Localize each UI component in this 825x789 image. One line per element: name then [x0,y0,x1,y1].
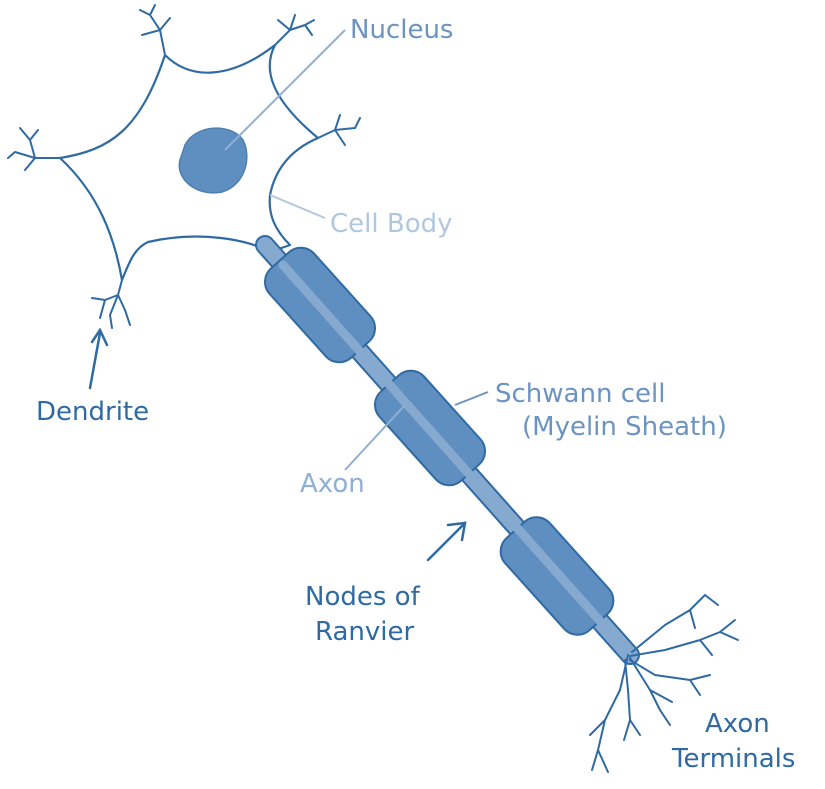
dendrite-arrow-icon [88,327,109,390]
nodes-arrow-icon [426,521,467,562]
axon-label: Axon [300,469,365,499]
axon-terminals [589,594,739,773]
nodes-label-line1: Nodes of [305,582,421,612]
schwann-leader [454,391,489,406]
terminals-label-line1: Axon [705,709,770,739]
dendrite-label: Dendrite [36,397,149,427]
axon-inner-highlight [278,260,613,635]
schwann-cell-label: Schwann cell [495,379,665,409]
nucleus-label: Nucleus [350,15,453,45]
axon-leader [344,404,406,471]
cell-body [58,43,320,282]
cell-body-leader [269,194,326,219]
myelin-sheath-label: (Myelin Sheath) [522,412,727,442]
cell-body-label: Cell Body [330,209,453,239]
nodes-label-line2: Ranvier [315,617,415,647]
terminals-label-line2: Terminals [671,744,795,774]
dendrite-branches [7,4,361,329]
nucleus-leader [224,29,346,151]
